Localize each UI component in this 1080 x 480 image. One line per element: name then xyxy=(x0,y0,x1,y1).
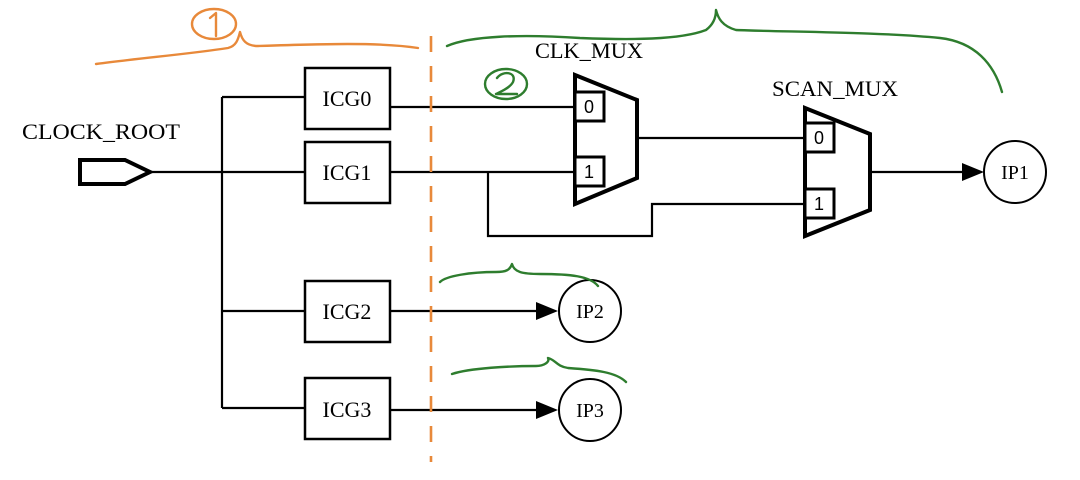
ip3-circle xyxy=(558,378,622,442)
scan-mux-input0-label: 0 xyxy=(814,128,824,148)
ip1-label: IP1 xyxy=(1001,162,1029,184)
green-brace-ip3 xyxy=(450,356,628,384)
clock-root-source: CLOCK_ROOT xyxy=(22,119,181,186)
icg0-cell: ICG0 xyxy=(303,66,392,131)
clk-mux-label: CLK_MUX xyxy=(535,38,643,63)
arrowhead-ip1 xyxy=(962,163,984,181)
icg2-cell: ICG2 xyxy=(303,279,392,344)
wires xyxy=(150,95,984,419)
clk-mux-input1-label: 1 xyxy=(584,162,594,182)
icg2-box xyxy=(303,279,392,344)
ip3-label: IP3 xyxy=(576,400,604,422)
wire-icg1-bypass xyxy=(486,172,805,238)
orange-brace xyxy=(94,30,420,66)
icg0-box xyxy=(303,66,392,131)
ip1-circle xyxy=(983,140,1047,204)
green-brace-ip2 xyxy=(438,262,600,288)
icg1-cell: ICG1 xyxy=(303,140,392,205)
clk-mux-input1-box xyxy=(573,155,606,188)
clk-mux: CLK_MUX 0 1 xyxy=(535,38,643,208)
ip2-label: IP2 xyxy=(576,301,604,323)
icg3-cell: ICG3 xyxy=(303,376,392,441)
ip2-node: IP2 xyxy=(558,279,622,343)
arrowhead-ip3 xyxy=(536,401,558,419)
icg1-label: ICG1 xyxy=(323,160,372,185)
arrowhead-ip2 xyxy=(536,302,558,320)
scan-mux-input1-box xyxy=(803,187,836,220)
ip1-node: IP1 xyxy=(983,140,1047,204)
scan-mux-input1-label: 1 xyxy=(814,194,824,214)
icg3-label: ICG3 xyxy=(323,397,372,422)
clk-mux-input0-label: 0 xyxy=(584,97,594,117)
ip3-node: IP3 xyxy=(558,378,622,442)
green-brace-top xyxy=(445,8,1004,94)
scan-mux-label: SCAN_MUX xyxy=(772,76,898,101)
orange-circled-one-mark xyxy=(190,7,238,41)
icg1-box xyxy=(303,140,392,205)
icg2-label: ICG2 xyxy=(323,299,372,324)
icg3-box xyxy=(303,376,392,441)
scan-mux: SCAN_MUX 0 1 xyxy=(772,76,898,239)
green-circled-two-mark xyxy=(483,67,529,101)
scan-mux-input0-box xyxy=(803,121,836,154)
clock-root-port-symbol xyxy=(78,158,155,186)
handwritten-annotations xyxy=(94,7,1004,462)
icg0-label: ICG0 xyxy=(323,86,372,111)
clock-root-label: CLOCK_ROOT xyxy=(22,119,181,144)
clk-mux-input0-box xyxy=(573,90,606,123)
